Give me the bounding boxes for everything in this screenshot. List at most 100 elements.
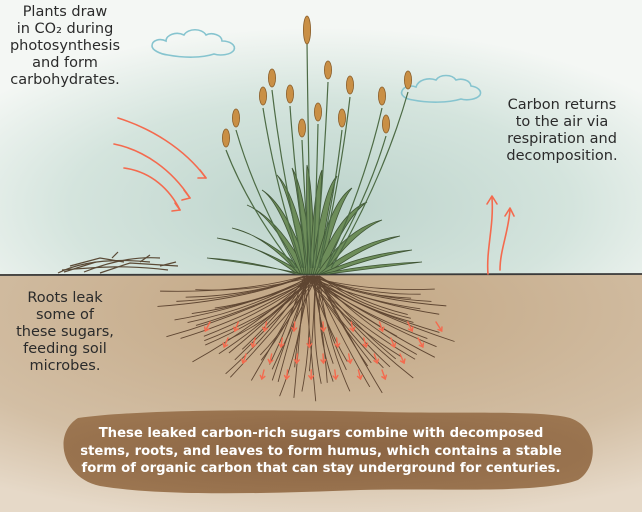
leaf-blade <box>320 249 413 275</box>
leaf-litter <box>57 251 179 274</box>
root-strand <box>304 275 402 358</box>
root-strand <box>311 275 447 307</box>
root-strand <box>160 275 305 292</box>
leak-arrow <box>378 321 385 333</box>
root-strand <box>230 275 320 378</box>
leak-arrow <box>320 321 327 333</box>
stalk <box>325 107 383 269</box>
leak-arrow <box>241 353 247 365</box>
leak-arrow <box>283 369 290 381</box>
root-strand <box>185 275 305 298</box>
root-strand <box>307 275 455 342</box>
seed-head <box>297 118 306 138</box>
label-line: Roots leak <box>27 290 103 306</box>
leak-arrow <box>291 321 298 333</box>
seed-head <box>337 108 346 128</box>
root-strand <box>227 275 315 341</box>
co2-in-arrow <box>117 117 207 179</box>
stalk <box>235 129 298 269</box>
stalk <box>271 89 305 269</box>
co2-in-arrow <box>171 202 181 212</box>
cloud-icon <box>400 74 482 103</box>
root-strand <box>318 275 351 392</box>
seed-head <box>345 75 354 95</box>
leak-arrow <box>222 337 229 349</box>
seed-head <box>313 102 322 122</box>
label-line: in CO₂ during <box>16 21 114 37</box>
root-strand <box>317 275 383 394</box>
plant-roots <box>157 275 455 402</box>
root-strand <box>218 275 313 355</box>
root-strand <box>204 275 319 342</box>
stalk <box>225 149 296 269</box>
root-strand <box>319 275 408 315</box>
stalk <box>262 107 303 269</box>
root-strand <box>191 275 316 315</box>
seed-head <box>381 114 390 134</box>
stalk <box>314 81 329 269</box>
leaf-blade <box>314 201 368 275</box>
co2-in-arrow <box>197 169 207 179</box>
leak-arrow <box>262 321 269 333</box>
root-strand <box>318 275 334 382</box>
label-roots-leak: Roots leak some of these sugars, feeding… <box>6 290 124 375</box>
root-strand <box>310 275 414 379</box>
co2-out-arrow <box>499 209 511 271</box>
seed-head <box>221 128 230 148</box>
leak-arrow <box>435 321 443 333</box>
seed-head <box>267 68 276 88</box>
leak-arrow <box>267 353 274 365</box>
co2-out-arrow <box>486 197 494 275</box>
label-line: Plants draw <box>22 4 108 20</box>
seed-head <box>323 60 332 80</box>
ground-line <box>0 273 642 276</box>
root-strand <box>195 275 315 291</box>
label-line: microbes. <box>29 358 101 374</box>
leak-arrow <box>334 337 341 349</box>
root-strand <box>315 275 418 355</box>
leak-arrow <box>346 353 353 365</box>
label-line: these sugars, <box>16 324 114 340</box>
leak-arrow <box>332 369 339 381</box>
leak-arrow <box>320 353 327 365</box>
caption-line: form of organic carbon that can stay und… <box>81 461 561 476</box>
stalk <box>312 123 319 269</box>
root-strand <box>205 275 316 346</box>
leaf-blade <box>206 257 303 275</box>
root-strand <box>176 275 308 302</box>
leak-arrow <box>250 337 257 349</box>
stalk <box>306 41 312 269</box>
leak-arrow <box>349 321 356 333</box>
leak-arrow <box>306 337 313 349</box>
caption-line: These leaked carbon-rich sugars combine … <box>98 426 544 441</box>
carbon-arrows <box>113 117 515 275</box>
label-line: and form <box>32 55 98 71</box>
co2-in-arrow <box>181 189 191 201</box>
root-strand <box>314 275 347 371</box>
label-line: to the air via <box>515 114 609 130</box>
root-strand <box>303 275 317 402</box>
root-strand <box>293 275 306 398</box>
co2-out-arrow <box>486 195 498 205</box>
caption-line: stems, roots, and leaves to form humus, … <box>80 443 562 459</box>
stalk <box>289 105 309 269</box>
label-line: Carbon returns <box>507 97 617 113</box>
stalk <box>326 135 387 269</box>
label-plants-draw-co2: Plants draw in CO₂ during photosynthesis… <box>4 4 126 89</box>
stalk <box>301 139 311 269</box>
leak-arrow <box>233 321 239 333</box>
label-line: feeding soil <box>23 341 107 357</box>
label-line: carbohydrates. <box>10 72 120 88</box>
root-strand <box>319 275 411 319</box>
seed-head <box>403 70 412 90</box>
leak-arrow <box>373 353 380 365</box>
stalk <box>330 91 409 269</box>
root-strand <box>308 275 316 372</box>
root-strand <box>317 275 369 367</box>
seed-head <box>302 15 311 45</box>
leak-arrow <box>356 369 363 381</box>
leak-arrow <box>381 369 388 381</box>
leak-arrow <box>293 353 300 365</box>
